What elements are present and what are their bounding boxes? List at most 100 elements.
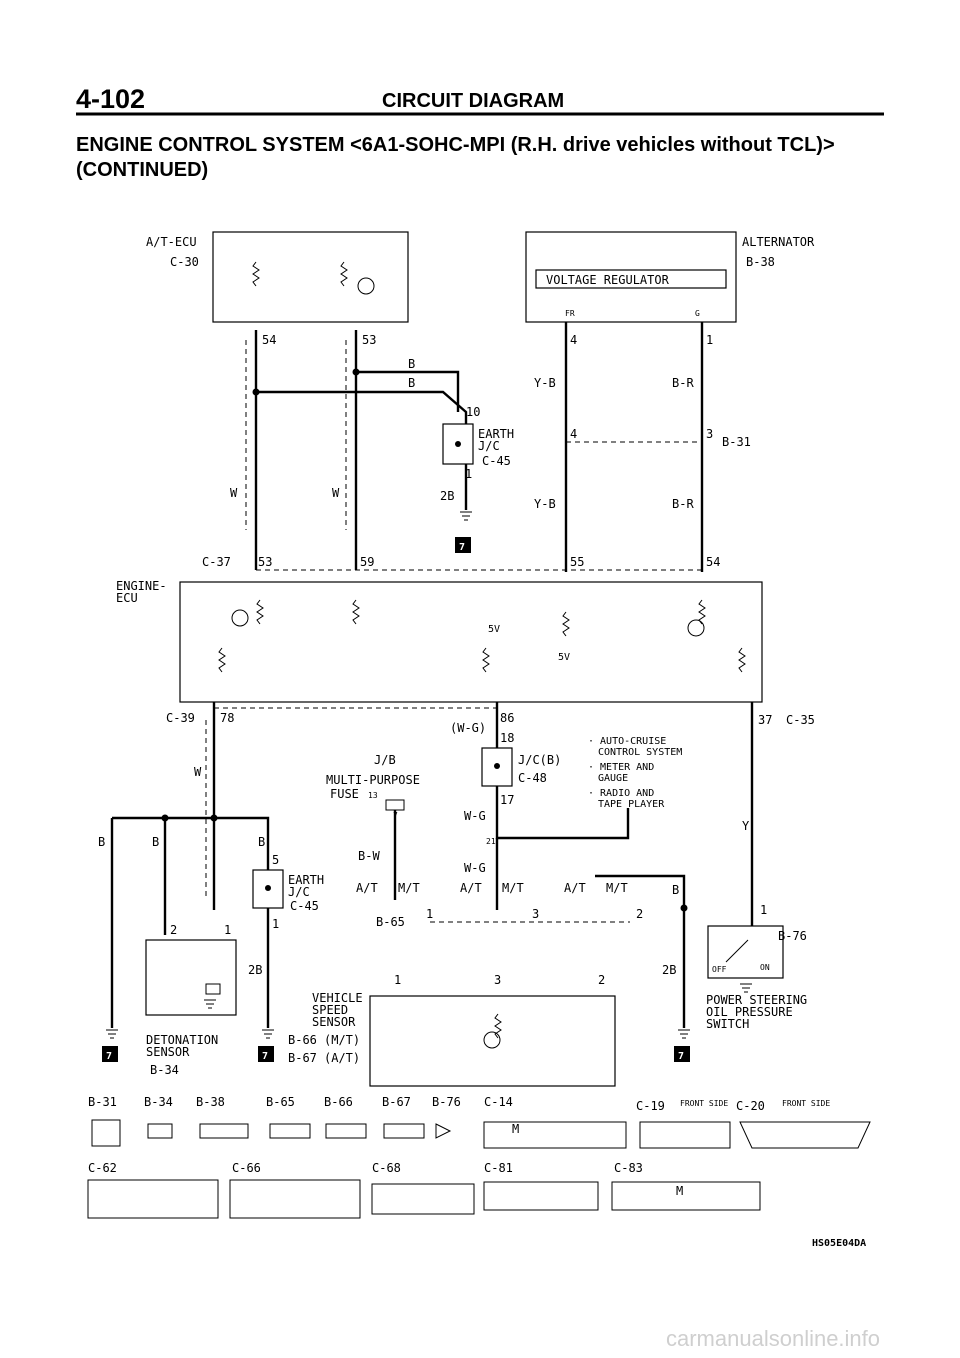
- pin-1: 1: [426, 907, 433, 921]
- connector-face: [739, 1121, 871, 1149]
- resistor-icon: [562, 611, 570, 637]
- vss-label2: SPEED: [312, 1003, 348, 1017]
- ground-icon: [106, 1029, 118, 1039]
- wire-label-at: A/T: [356, 881, 378, 895]
- at-ecu-box: [212, 231, 409, 323]
- jb-label2: MULTI-PURPOSE: [326, 773, 420, 787]
- wire-label-wg-paren: (W-G): [450, 721, 486, 735]
- legend-connector-label: C-68: [372, 1161, 401, 1175]
- wire-label-b: B: [258, 835, 265, 849]
- ground-icon: [204, 999, 216, 1009]
- connector-b65: B-65: [376, 915, 405, 929]
- junction-dot: [210, 814, 218, 822]
- connector-c37: C-37: [202, 555, 231, 569]
- legend-connector-label: C-14: [484, 1095, 513, 1109]
- connector-face: [325, 1123, 367, 1139]
- pin-2b: 2B: [248, 963, 262, 977]
- vss-box: [369, 995, 616, 1087]
- earth-point-label: 7: [459, 542, 465, 553]
- ground-icon: [460, 511, 472, 521]
- engine-ecu-box: [179, 581, 763, 703]
- voltage-regulator-label: VOLTAGE REGULATOR: [546, 273, 670, 287]
- alternator-pin-fr: FR: [565, 309, 575, 318]
- legend-m-mark: M: [676, 1184, 683, 1198]
- connector-face: [483, 1121, 627, 1149]
- resistor-icon: [218, 647, 226, 673]
- pin-18: 18: [500, 731, 514, 745]
- wire-label-b: B: [408, 357, 415, 371]
- detonation-label2: SENSOR: [146, 1045, 190, 1059]
- connector-b31: B-31: [722, 435, 751, 449]
- legend-connector-label: B-65: [266, 1095, 295, 1109]
- wire-label-w: W: [194, 765, 202, 779]
- connector-face: [147, 1123, 173, 1139]
- connector-c35: C-35: [786, 713, 815, 727]
- earth-point-label: 7: [678, 1051, 684, 1062]
- vss-connector-at-note: (A/T): [324, 1051, 360, 1065]
- alternator-box: [525, 231, 737, 323]
- diagram-title-line2: (CONTINUED): [76, 159, 209, 181]
- wire-b-bus: [112, 816, 270, 870]
- pin-2b: 2B: [662, 963, 676, 977]
- switch-icon: [725, 939, 749, 963]
- at-ecu-label: A/T-ECU: [146, 235, 197, 249]
- resistor-icon: [698, 599, 706, 625]
- wire-label-yb: Y-B: [534, 376, 556, 390]
- wire-label-w: W: [332, 486, 340, 500]
- pin-37: 37: [758, 713, 772, 727]
- pin-1: 1: [465, 467, 472, 481]
- ps-switch-label1: POWER STEERING: [706, 993, 807, 1007]
- vss-connector-at: B-67: [288, 1051, 317, 1065]
- diagram-title: ENGINE CONTROL SYSTEM <6A1-SOHC-MPI (R.H…: [76, 133, 835, 183]
- pin-21: 21: [486, 837, 496, 846]
- jb-label3: FUSE: [330, 787, 359, 801]
- connector-face: [87, 1179, 219, 1219]
- sensor-element-icon: [205, 983, 221, 995]
- transistor-icon: [687, 619, 705, 637]
- connector-face: [199, 1123, 249, 1139]
- ps-switch-off: OFF: [712, 965, 727, 974]
- pin-1: 1: [272, 917, 279, 931]
- resistor-icon: [256, 599, 264, 625]
- legend-connector-label: B-76: [432, 1095, 461, 1109]
- connector-legend-row1: B-31 B-34 B-38 B-65 B-66 B-67 B-76 C-14 …: [88, 1095, 830, 1113]
- transistor-icon: [483, 1031, 501, 1049]
- junction-dot: [455, 441, 461, 447]
- transistor-icon: [357, 277, 375, 295]
- ground-icon: [262, 1029, 274, 1039]
- earth-jc-top-connector: C-45: [482, 454, 511, 468]
- ps-switch-box: [707, 925, 784, 979]
- earth-point-label: 7: [262, 1051, 268, 1062]
- pin-55: 55: [570, 555, 584, 569]
- note-radio-2: TAPE PLAYER: [598, 799, 665, 810]
- page-number: 4-102: [76, 84, 146, 114]
- earth-point-icon: [455, 537, 471, 553]
- pin-10: 10: [466, 405, 480, 419]
- wire-label-wg: W-G: [464, 861, 486, 875]
- transistor-icon: [231, 609, 249, 627]
- wire-label-y: Y: [742, 819, 750, 833]
- wire-label-mt: M/T: [606, 881, 628, 895]
- pin-53: 53: [258, 555, 272, 569]
- resistor-icon: [738, 647, 746, 673]
- junction-dot: [252, 388, 260, 396]
- connector-face: [383, 1123, 425, 1139]
- earth-jc-low-connector: C-45: [290, 899, 319, 913]
- wire-label-br: B-R: [672, 497, 694, 511]
- legend-connector-label: C-19: [636, 1099, 665, 1113]
- engine-ecu-label1: ENGINE-: [116, 579, 167, 593]
- pin-54: 54: [706, 555, 720, 569]
- ground-icon: [678, 1029, 690, 1039]
- coil-icon: [494, 1013, 502, 1039]
- wire-label-b: B: [152, 835, 159, 849]
- legend-connector-label: C-66: [232, 1161, 261, 1175]
- vss-connector-mt: B-66: [288, 1033, 317, 1047]
- pin-2b: 2B: [440, 489, 454, 503]
- junction-dot: [352, 368, 360, 376]
- junction-dot: [161, 814, 169, 822]
- wire-label-b: B: [672, 883, 679, 897]
- vss-label3: SENSOR: [312, 1015, 356, 1029]
- diagram-title-line1: ENGINE CONTROL SYSTEM <6A1-SOHC-MPI (R.H…: [76, 134, 835, 156]
- at-ecu-connector: C-30: [170, 255, 199, 269]
